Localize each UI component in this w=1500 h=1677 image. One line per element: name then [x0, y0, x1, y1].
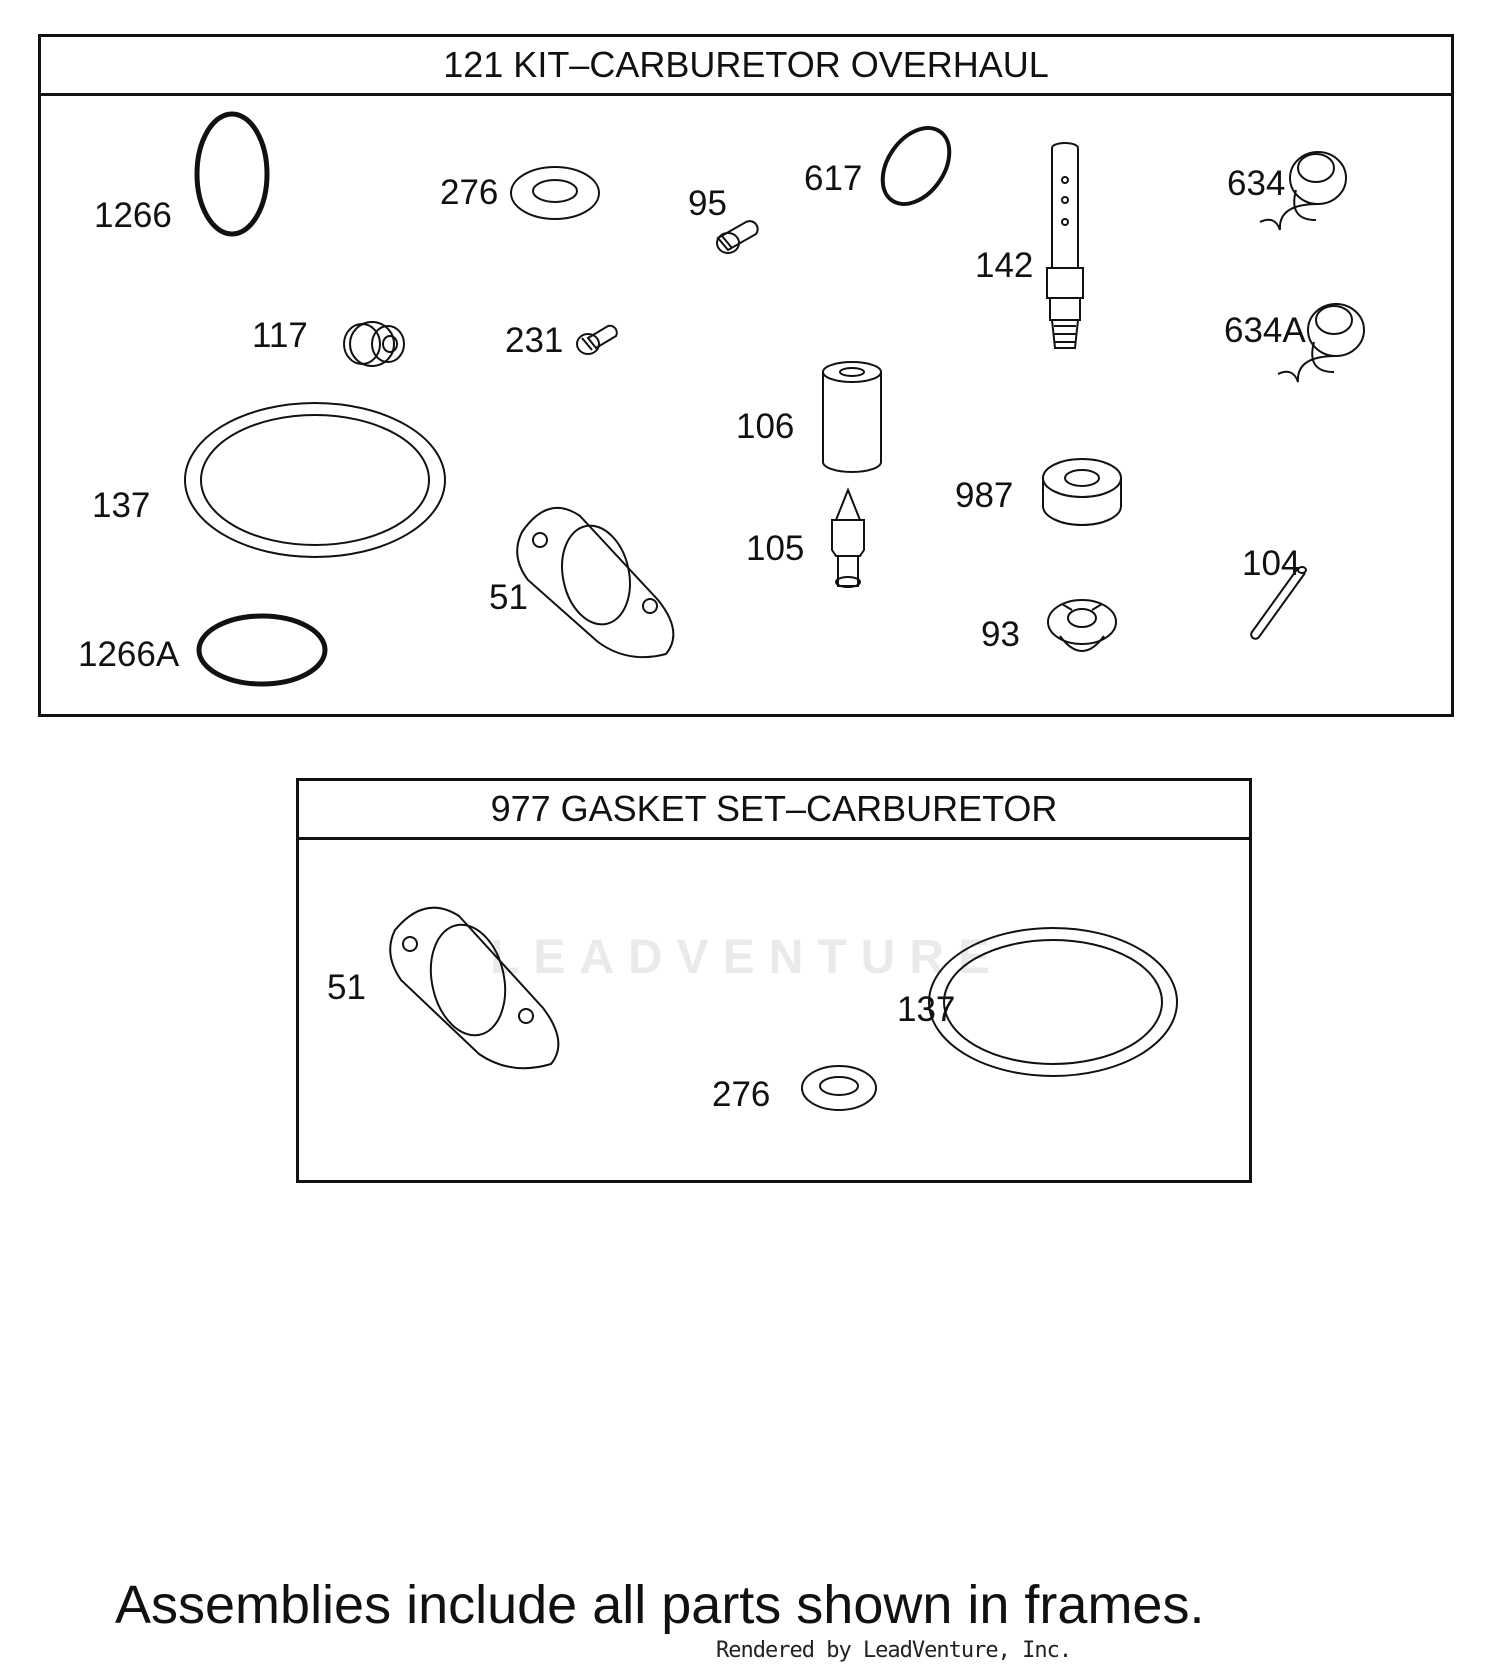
- gasket-set-callout-276: 276: [712, 1075, 771, 1114]
- gasket-set-276-icon: [802, 1066, 876, 1110]
- rendered-by-credit: Rendered by LeadVenture, Inc.: [716, 1638, 1072, 1663]
- gasket-set-title: 977 GASKET SET–CARBURETOR: [299, 781, 1249, 840]
- callout-117: 117: [252, 316, 308, 355]
- gasket-137-icon: [185, 403, 445, 557]
- gasket-set-51-icon: [390, 908, 558, 1069]
- gasket-set-137-icon: [929, 928, 1177, 1076]
- seal-987-icon: [1043, 459, 1121, 525]
- oring-1266a-icon: [199, 616, 325, 684]
- callout-617: 617: [804, 159, 863, 198]
- callout-276: 276: [440, 173, 499, 212]
- gasket-51-icon: [517, 508, 673, 657]
- clip-634a-icon: [1278, 304, 1364, 382]
- callout-634a: 634A: [1224, 311, 1306, 350]
- spring-117-icon: [344, 322, 404, 366]
- pin-104-icon: [1251, 567, 1306, 639]
- callout-634: 634: [1227, 164, 1286, 203]
- clip-634-icon: [1260, 152, 1346, 230]
- tube-142-icon: [1047, 143, 1083, 348]
- callout-51: 51: [489, 578, 528, 617]
- gasket-set-callout-51: 51: [327, 968, 366, 1007]
- callout-95: 95: [688, 184, 727, 223]
- screw-95-icon: [717, 221, 758, 253]
- oring-1266-icon: [197, 114, 267, 234]
- callout-231: 231: [505, 321, 564, 360]
- callout-1266a: 1266A: [78, 635, 180, 674]
- kit-overhaul-frame: 121 KIT–CARBURETOR OVERHAUL: [38, 34, 1454, 717]
- callout-142: 142: [975, 246, 1034, 285]
- screw-231-icon: [577, 326, 617, 354]
- callout-105: 105: [746, 529, 805, 568]
- gasket-set-frame: 977 GASKET SET–CARBURETOR: [296, 778, 1252, 1183]
- callout-987: 987: [955, 476, 1014, 515]
- plug-93-icon: [1048, 600, 1116, 651]
- footnote-text: Assemblies include all parts shown in fr…: [115, 1575, 1205, 1635]
- needle-105-icon: [832, 490, 864, 587]
- float-106-icon: [823, 362, 881, 472]
- watermark-text: LEADVENTURE: [490, 931, 1005, 984]
- callout-106: 106: [736, 407, 795, 446]
- gasket-set-callout-137: 137: [897, 990, 956, 1029]
- callout-1266: 1266: [94, 196, 172, 235]
- kit-overhaul-title: 121 KIT–CARBURETOR OVERHAUL: [41, 37, 1451, 96]
- callout-137: 137: [92, 486, 151, 525]
- callout-93: 93: [981, 615, 1020, 654]
- washer-276-icon: [511, 167, 599, 219]
- callout-104: 104: [1242, 544, 1301, 583]
- oring-617-icon: [869, 116, 963, 217]
